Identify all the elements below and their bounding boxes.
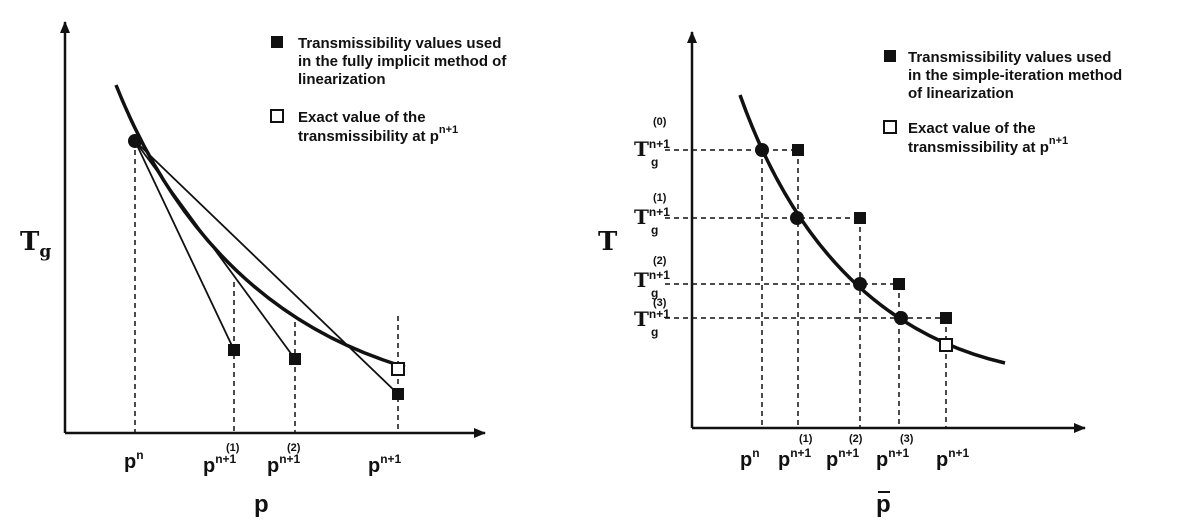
right-legend-filled-line-2: in the simple-iteration method bbox=[908, 67, 1122, 84]
right-x-tick-iter-3-label: (3) bbox=[900, 433, 914, 445]
left-guides bbox=[134, 141, 399, 433]
right-h-guides bbox=[665, 149, 946, 319]
left-x-tick-pn: pn bbox=[124, 448, 144, 473]
left-legend-filled-line-1: Transmissibility values used bbox=[298, 35, 501, 52]
left-linearization-line-1 bbox=[134, 140, 235, 351]
right-x-tick-pn: pn bbox=[740, 446, 760, 471]
left-y-axis-label: Tg bbox=[20, 227, 51, 262]
right-x-tick-iter-2-label: (2) bbox=[849, 433, 863, 445]
right-x-axis-label: p bbox=[876, 491, 891, 518]
right-legend: Transmissibility values used in the simp… bbox=[883, 49, 1122, 156]
right-x-tick-pfinal: pn+1 bbox=[936, 446, 970, 471]
right-legend-filled-line-1: Transmissibility values used bbox=[908, 49, 1111, 66]
right-filled-marker-1 bbox=[792, 144, 804, 156]
left-x-tick-iter-1-label: (1) bbox=[226, 442, 240, 454]
right-y-tick-2-sub: g bbox=[651, 286, 658, 300]
right-y-tick-0-sub: g bbox=[651, 155, 658, 169]
right-curve-point-3 bbox=[894, 311, 908, 325]
right-y-tick-iter-3-label: (3) bbox=[653, 297, 667, 309]
left-x-tick-p2: pn+1 bbox=[267, 452, 301, 477]
right-x-tick-p1: pn+1 bbox=[778, 446, 812, 471]
right-x-tick-p2: pn+1 bbox=[826, 446, 860, 471]
left-panel: Tg pn (1) pn+1 (2) pn+1 pn+1 p Transmiss… bbox=[20, 21, 507, 518]
right-filled-marker-3 bbox=[893, 278, 905, 290]
right-v-guides bbox=[761, 150, 947, 428]
left-exact-curve bbox=[114, 84, 406, 369]
left-open-marker bbox=[391, 362, 405, 376]
left-legend-open-line-1: Exact value of the bbox=[298, 109, 426, 126]
left-filled-marker-3 bbox=[392, 388, 404, 400]
right-y-tick-1: Tn+1 bbox=[634, 205, 670, 229]
left-x-axis-label: p bbox=[254, 491, 269, 518]
right-x-tick-p3: pn+1 bbox=[876, 446, 910, 471]
right-curve-point-1 bbox=[790, 211, 804, 225]
left-legend: Transmissibility values used in the full… bbox=[270, 35, 507, 145]
right-open-marker bbox=[939, 338, 953, 352]
right-x-tick-iter-1-label: (1) bbox=[799, 433, 813, 445]
right-y-tick-iter-1-label: (1) bbox=[653, 192, 667, 204]
right-y-tick-3-sub: g bbox=[651, 325, 658, 339]
right-filled-marker-2 bbox=[854, 212, 866, 224]
right-y-tick-3: Tn+1 bbox=[634, 307, 670, 331]
left-x-tick-p1: pn+1 bbox=[203, 452, 237, 477]
right-y-tick-0: Tn+1 bbox=[634, 137, 670, 161]
left-legend-filled-line-2: in the fully implicit method of bbox=[298, 53, 507, 70]
right-y-axis-label: T bbox=[598, 227, 618, 257]
right-legend-open-square bbox=[883, 120, 897, 134]
right-y-tick-iter-2-label: (2) bbox=[653, 255, 667, 267]
right-panel: T (0) Tn+1 g (1) Tn+1 g (2) Tn+1 g (3) T… bbox=[598, 31, 1122, 518]
left-filled-marker-2 bbox=[289, 353, 301, 365]
left-legend-filled-line-3: linearization bbox=[298, 71, 386, 88]
left-legend-open-line-2: transmissibility at pn+1 bbox=[298, 124, 458, 145]
left-x-tick-p3: pn+1 bbox=[368, 452, 402, 477]
left-filled-marker-1 bbox=[228, 344, 240, 356]
right-legend-filled-line-3: of linearization bbox=[908, 85, 1014, 102]
left-linearization-line-2 bbox=[134, 140, 296, 360]
right-y-tick-iter-0-label: (0) bbox=[653, 116, 667, 128]
right-y-tick-1-sub: g bbox=[651, 223, 658, 237]
right-legend-open-line-1: Exact value of the bbox=[908, 120, 1036, 137]
left-start-point bbox=[128, 134, 142, 148]
left-linearization-line-3 bbox=[134, 140, 399, 395]
right-curve-point-2 bbox=[853, 277, 867, 291]
left-x-tick-iter-2-label: (2) bbox=[287, 442, 301, 454]
right-legend-open-line-2: transmissibility at pn+1 bbox=[908, 135, 1068, 156]
right-legend-filled-square bbox=[884, 50, 896, 62]
right-filled-marker-4 bbox=[940, 312, 952, 324]
right-y-tick-2: Tn+1 bbox=[634, 268, 670, 292]
right-curve-point-0 bbox=[755, 143, 769, 157]
left-legend-open-square bbox=[270, 109, 284, 123]
left-legend-filled-square bbox=[271, 36, 283, 48]
